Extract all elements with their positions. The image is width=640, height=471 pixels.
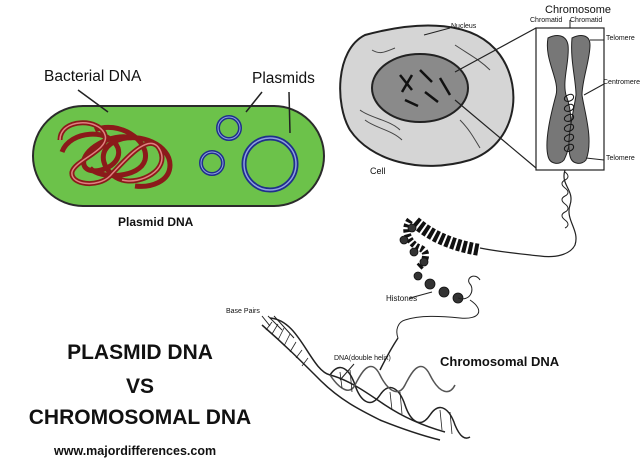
chromatid-left-label: Chromatid xyxy=(530,17,563,24)
supercoiled-fiber xyxy=(403,217,482,271)
histones-label: Histones xyxy=(386,294,418,303)
nuclear-chromosomes xyxy=(399,69,452,108)
chromosome-pointers xyxy=(583,39,605,161)
organelles xyxy=(359,44,491,149)
chromatid-right xyxy=(568,35,591,164)
histone-strand xyxy=(396,275,481,339)
title-line-1: PLASMID DNA xyxy=(67,341,213,364)
telomere-bottom-label: Telomere xyxy=(606,155,635,162)
nucleus xyxy=(371,53,469,123)
nucleus-pointer xyxy=(423,27,451,36)
dna-double-helix xyxy=(261,317,471,441)
bacterial-dna-loops-inner xyxy=(59,122,163,185)
base-pairs-label: Base Pairs xyxy=(226,308,260,315)
chromosome-label: Chromosome xyxy=(545,4,612,16)
nucleus-label: Nucleus xyxy=(451,23,477,30)
plasmid-dna-caption: Plasmid DNA xyxy=(118,215,194,229)
chromatid-left xyxy=(546,35,572,164)
chromosome-panel xyxy=(535,20,605,171)
bacterium xyxy=(32,89,325,207)
base-pairs-pointers xyxy=(261,315,295,339)
eukaryotic-cell xyxy=(339,24,515,167)
title-line-3: CHROMOSOMAL DNA xyxy=(28,406,252,429)
plasmids-label: Plasmids xyxy=(252,70,315,87)
centromere-label: Centromere xyxy=(603,79,640,86)
base-pair-rungs xyxy=(265,321,453,435)
chromatin-coil xyxy=(563,93,575,152)
histones-pointer xyxy=(409,291,433,299)
dna-double-helix-label: DNA(double helix) xyxy=(334,355,391,362)
plasmid-rings xyxy=(199,115,299,193)
chromatid-right-label: Chromatid xyxy=(570,17,603,24)
chromosomal-dna-caption: Chromosomal DNA xyxy=(440,354,560,369)
double-helix-pointer xyxy=(339,363,355,381)
title-line-2: VS xyxy=(125,375,154,398)
bacterial-dna-label: Bacterial DNA xyxy=(44,68,142,85)
bacterial-pointer-lines xyxy=(77,89,291,134)
chromatin-fiber xyxy=(479,169,577,258)
telomere-top-label: Telomere xyxy=(606,35,635,42)
cell-label: Cell xyxy=(370,166,386,176)
website-url: www.majordifferences.com xyxy=(54,444,217,458)
zoom-lines xyxy=(454,27,537,169)
